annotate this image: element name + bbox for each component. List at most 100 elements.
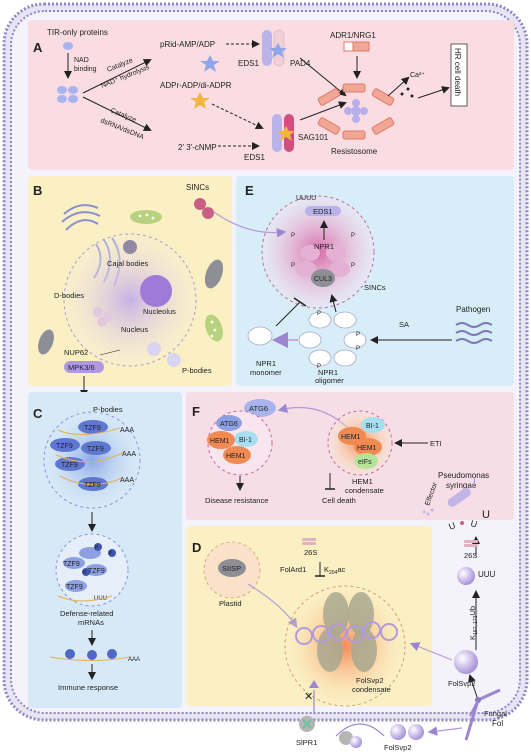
ubiquitinated-folsvp2 [457, 567, 475, 585]
cell-death-label: Cell death [322, 496, 356, 505]
effector-dots [422, 508, 434, 516]
slpr1-folsvp2-complex [339, 731, 362, 748]
tir-protein-shape [63, 42, 73, 50]
hem1-condensate-complex [338, 417, 385, 469]
tir-oligomer-shape [57, 86, 78, 103]
e-p-label-8: P [317, 364, 321, 370]
sag101-label: SAG101 [298, 133, 329, 142]
nup62-pointer [99, 349, 121, 356]
e-p-label-1: P [291, 233, 295, 239]
atg6-top-shape [244, 399, 276, 417]
chloroplast-right [205, 314, 223, 342]
nad-binding-label-1: NAD [74, 57, 89, 64]
aaa-label-1: AAA [120, 427, 134, 434]
adpr-label: ADPr-ADP/di-ADPR [160, 81, 232, 90]
sa-label: SA [399, 320, 409, 329]
hem1-label-1: HEM1 [210, 438, 230, 445]
fungal-hypha-icon [464, 688, 501, 741]
calcium-arrow [387, 76, 410, 97]
resistosome-shape [317, 83, 395, 140]
oligomer-to-sincs-arrow [329, 294, 338, 313]
folsvp2-bottom-label: FolSvp2 [384, 743, 412, 752]
bi1-label-1: BI-1 [239, 437, 252, 444]
tzf9-label-6: TZF9 [63, 561, 80, 568]
aaa-label-3: AAA [120, 477, 134, 484]
panel-c-letter: C [33, 406, 43, 421]
aaa-label-4: AAA [128, 657, 140, 663]
folsvp2-bottom-sphere [390, 724, 406, 740]
folsvp2-to-condensate-arrow [409, 642, 453, 661]
defense-label-1: Defense-related [60, 609, 113, 618]
hem1-condensate-label-2: condensate [345, 486, 384, 495]
sag101-to-resistosome-arrow [299, 101, 347, 121]
folsvp2-pathway: U U U 26S UUU K167, 173Ub FolSvp2 Fungal… [409, 509, 507, 741]
svg-text:U: U [447, 520, 457, 532]
slpr1-shape [299, 716, 315, 732]
panel-f: F ATG6 ATG6 BI-1 HEM1 HEM1 Disease resis… [186, 392, 514, 520]
hem1-condensate-label-1: HEM1 [352, 477, 373, 486]
panel-e-letter: E [245, 183, 254, 198]
mpk-label: MPK3/6 [68, 363, 95, 372]
tzf9-label-2: TZF9 [56, 443, 73, 450]
panel-e: E UUUU EDS1 NPR1 CUL3 P P P P SINCs P P … [236, 176, 514, 386]
chloroplast-top [130, 210, 162, 224]
k-ub-sub: 167, 173 [473, 615, 479, 635]
pathogen-label: Pathogen [456, 305, 490, 314]
adpr-to-eds1-arrow [211, 103, 264, 130]
hem1-label-4: HEM1 [357, 445, 377, 452]
panel-b: B SINCs Cajal bodies Nucleolus D-bodies … [28, 176, 232, 398]
tzf9-label-7: TZF9 [88, 568, 105, 575]
hem1-label-3: HEM1 [341, 434, 361, 441]
panel-d-letter: D [192, 540, 201, 555]
eds1-sag101-complex [272, 114, 295, 152]
panel-c: C P-bodies TZF9 TZF9 TZF9 TZF9 TZF9 AAA … [28, 392, 182, 708]
e-sincs-label: SINCs [364, 283, 386, 292]
e-p-label-5: P [317, 311, 321, 317]
immune-response-label: Immune response [58, 683, 118, 692]
folsvp2-right-label: FolSvp2 [448, 679, 476, 688]
dsrna-arrow [82, 96, 152, 131]
mitochondria-right [204, 259, 224, 289]
svg-text:U: U [482, 509, 490, 521]
nup62-label: NUP62 [64, 348, 88, 357]
adr1-shape [343, 41, 370, 52]
disease-complex [207, 415, 258, 464]
ub-uuu-label: UUU [478, 570, 496, 579]
k-ac-label: K204ac [324, 565, 346, 576]
npr1-oligomer [298, 311, 367, 367]
pseudomonas-label-1: Pseudomonas [438, 471, 489, 480]
tzf9-label-5: TZF9 [84, 482, 101, 489]
b-sincs-label: SINCs [186, 183, 209, 192]
eds1-pad4-complex [262, 29, 287, 67]
p-label-2: P [109, 551, 113, 557]
binding-arc [335, 723, 385, 737]
pbody-droplet [43, 411, 141, 509]
fungal-secretion-arrow [427, 726, 463, 736]
panel-d: D SIISP Plastid 26S FolArd1 K204ac FolSv… [186, 526, 432, 714]
block-icon: ✕ [304, 691, 313, 703]
mitochondria-left [38, 329, 54, 355]
hr-cell-death-box [450, 43, 468, 107]
nucleus-envelope [63, 233, 197, 367]
svg-text:U: U [469, 518, 478, 529]
plastid-label: Plastid [219, 599, 242, 608]
k-ub-label: K167, 173Ub [468, 606, 479, 640]
tzf9-label-3: TZF9 [87, 446, 104, 453]
folsvp2-condensate-label-1: FolSvp2 [356, 676, 384, 685]
k-ac-k: K [324, 565, 329, 574]
folsvp2-bottom-sphere-2 [408, 724, 424, 740]
defense-label-2: mRNAs [78, 618, 104, 627]
b-pbodies-label: P-bodies [182, 366, 212, 375]
c-pbodies-label: P-bodies [93, 405, 123, 414]
pathogen-icon [455, 322, 493, 344]
sincs-sphere-1 [194, 198, 206, 210]
pad4-label: PAD4 [290, 59, 311, 68]
e-uuu-label: UUUU [296, 195, 316, 202]
tzf9-label-1: TZF9 [84, 425, 101, 432]
tzf9-label-8: TZF9 [66, 584, 83, 591]
panel-b-letter: B [33, 183, 42, 198]
disease-resistance-label: Disease resistance [205, 496, 268, 505]
e-p-label-4: P [351, 263, 355, 269]
e-p-label-6: P [356, 332, 360, 338]
